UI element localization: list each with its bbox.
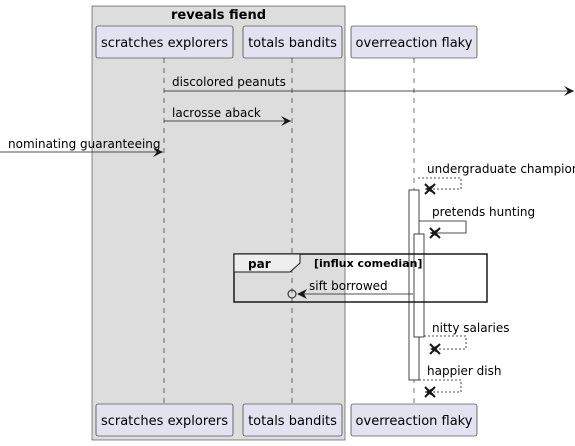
fragment-keyword: par <box>248 257 271 271</box>
participant-overreaction-flaky-bottom[interactable]: overreaction flaky <box>350 403 478 437</box>
message-nominating-guaranteeing: nominating guaranteeing <box>0 137 163 157</box>
message-sift-borrowed: sift borrowed <box>287 279 413 299</box>
destroy-mark <box>424 183 436 195</box>
box-group-reveals-fiend: reveals fiend <box>91 5 346 441</box>
fragment-frame <box>233 253 488 303</box>
message-nitty-salaries: nitty salaries <box>424 321 509 355</box>
participant-scratches-explorers-bottom[interactable]: scratches explorers <box>95 403 234 437</box>
svg-text:totals bandits: totals bandits <box>248 414 337 429</box>
participant-totals-bandits-top[interactable]: totals bandits <box>242 25 343 59</box>
message-label: happier dish <box>427 364 501 378</box>
message-undergraduate-champion: undergraduate champion <box>418 162 575 195</box>
message-label: nominating guaranteeing <box>8 137 161 151</box>
message-label: discolored peanuts <box>172 75 286 89</box>
svg-text:scratches explorers: scratches explorers <box>101 414 228 429</box>
message-label: sift borrowed <box>309 279 388 293</box>
destroy-mark <box>429 227 441 239</box>
svg-text:overreaction flaky: overreaction flaky <box>356 36 473 51</box>
message-label: nitty salaries <box>432 321 509 335</box>
message-label: undergraduate champion <box>427 162 575 176</box>
message-happier-dish: happier dish <box>419 364 501 398</box>
circle-endpoint <box>287 289 297 299</box>
message-pretends-hunting: pretends hunting <box>419 205 535 239</box>
message-label: pretends hunting <box>432 205 535 219</box>
fragment-guard: [influx comedian] <box>314 257 422 270</box>
fragment-par: par [influx comedian] <box>233 253 488 303</box>
activation-bars <box>408 189 425 381</box>
svg-text:totals bandits: totals bandits <box>248 36 337 51</box>
box-title: reveals fiend <box>171 8 266 23</box>
activation-bar-inner <box>413 233 425 338</box>
destroy-mark <box>424 386 436 398</box>
box-background <box>91 5 346 441</box>
message-label: lacrosse aback <box>172 106 261 120</box>
svg-text:scratches explorers: scratches explorers <box>101 36 228 51</box>
destroy-mark <box>429 343 441 355</box>
participant-totals-bandits-bottom[interactable]: totals bandits <box>242 403 343 437</box>
participant-overreaction-flaky-top[interactable]: overreaction flaky <box>350 25 478 59</box>
svg-text:overreaction flaky: overreaction flaky <box>356 414 473 429</box>
participant-scratches-explorers-top[interactable]: scratches explorers <box>95 25 234 59</box>
message-lacrosse-aback: lacrosse aback <box>164 106 291 126</box>
message-discolored-peanuts: discolored peanuts <box>164 75 574 96</box>
